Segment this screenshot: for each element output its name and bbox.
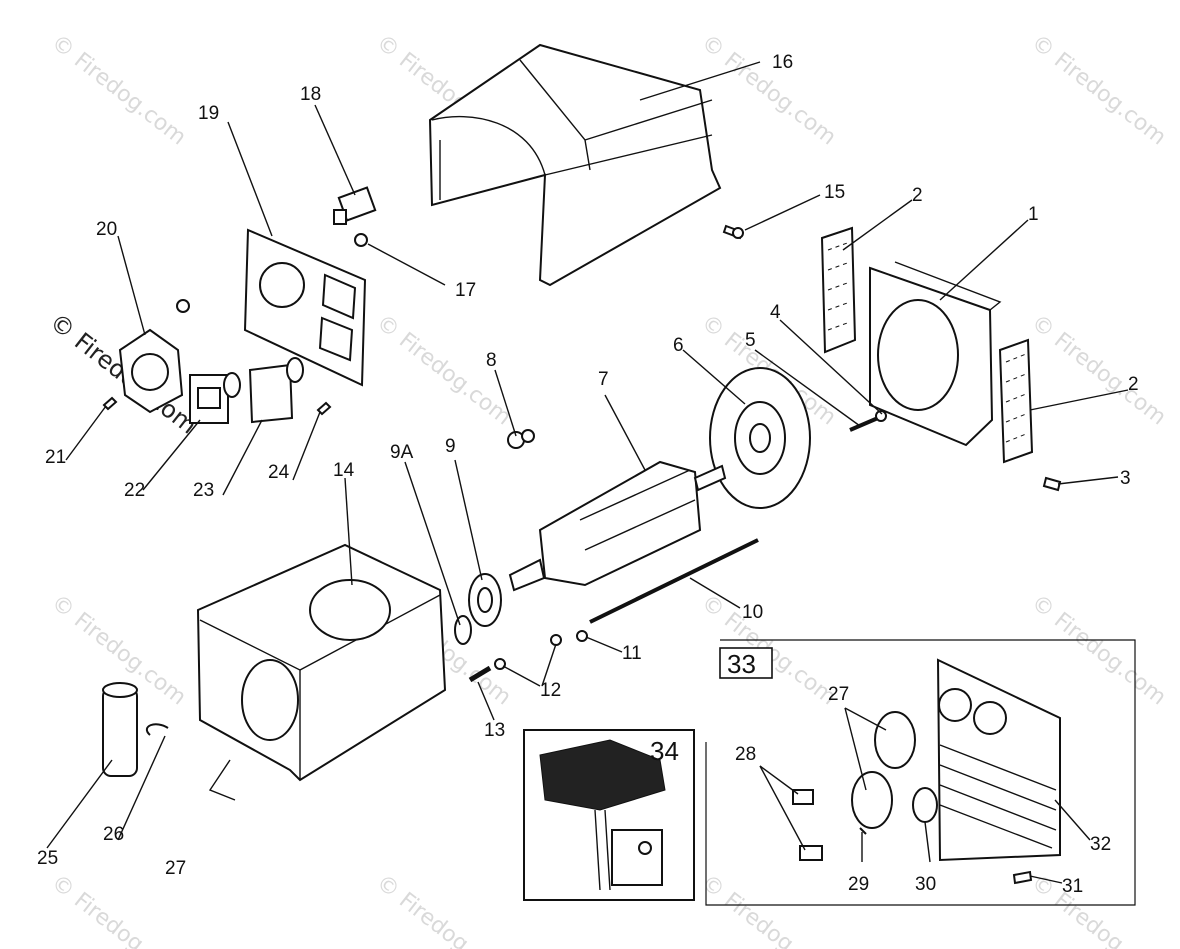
callout-17: 17 bbox=[455, 280, 476, 301]
callout-26: 26 bbox=[103, 824, 124, 845]
watermark: © Firedog.com bbox=[696, 30, 840, 150]
part-bearing-9 bbox=[468, 573, 502, 627]
part-strip-2-upper bbox=[820, 226, 857, 354]
callout-25: 25 bbox=[37, 848, 58, 869]
leader-lines bbox=[46, 61, 1129, 884]
callout-4: 4 bbox=[770, 302, 781, 323]
callout-32: 32 bbox=[1090, 834, 1111, 855]
callout-27: 27 bbox=[828, 684, 849, 705]
callout-33: 33 bbox=[727, 649, 756, 679]
callout-28: 28 bbox=[735, 744, 756, 765]
callout-3: 3 bbox=[1120, 468, 1131, 489]
callout-24: 24 bbox=[268, 462, 290, 483]
part-rotor-7 bbox=[508, 460, 727, 592]
watermark: © Firedog.com bbox=[1026, 590, 1170, 710]
callout-30: 30 bbox=[915, 874, 936, 895]
part-screw-3 bbox=[1042, 476, 1062, 492]
part-screw-29 bbox=[859, 827, 867, 835]
part-meter-23 bbox=[248, 357, 304, 424]
callout-15: 15 bbox=[824, 182, 845, 203]
callout-9a: 9A bbox=[390, 442, 414, 463]
watermark: © Firedog.com bbox=[46, 30, 190, 150]
callout-16: 16 bbox=[772, 52, 793, 73]
part-screw-24 bbox=[316, 401, 332, 416]
callout-18: 18 bbox=[300, 84, 321, 105]
part-clip-26 bbox=[145, 723, 169, 736]
part-strip-2-lower bbox=[998, 338, 1034, 464]
part-washer-11 bbox=[576, 630, 588, 642]
callout-6: 6 bbox=[673, 335, 684, 356]
callout-31: 31 bbox=[1062, 876, 1083, 897]
callout-10: 10 bbox=[742, 602, 763, 623]
callout-21: 21 bbox=[45, 447, 66, 468]
part-bolt-5 bbox=[849, 416, 879, 432]
callout-2-lower: 2 bbox=[1128, 374, 1139, 395]
part-fitting-8 bbox=[507, 429, 535, 449]
watermark: © Firedog.com bbox=[1026, 870, 1170, 949]
callout-27-lower: 27 bbox=[165, 858, 186, 879]
part-shroud-cover bbox=[428, 43, 722, 287]
part-nut-12a bbox=[550, 634, 562, 646]
part-receptacle-27 bbox=[851, 711, 916, 829]
callout-14: 14 bbox=[333, 460, 355, 481]
watermark: © Firedog.com bbox=[46, 870, 190, 949]
part-knob-30 bbox=[912, 787, 938, 823]
callout-23: 23 bbox=[193, 480, 214, 501]
part-washer bbox=[176, 299, 190, 313]
part-washer-4 bbox=[875, 410, 887, 422]
callout-13: 13 bbox=[484, 720, 505, 741]
watermark: © Firedog.com bbox=[1026, 310, 1170, 430]
part-meter-22 bbox=[189, 372, 241, 424]
part-control-panel-19 bbox=[243, 228, 367, 387]
part-screw-15 bbox=[722, 224, 744, 240]
part-nut-12b bbox=[494, 658, 506, 670]
part-stud-13 bbox=[468, 665, 492, 683]
callout-29: 29 bbox=[848, 874, 869, 895]
part-fan-6 bbox=[709, 367, 811, 509]
callout-2-upper: 2 bbox=[912, 185, 923, 206]
part-switch-18 bbox=[333, 186, 377, 225]
watermark: © Firedog.com bbox=[371, 870, 515, 949]
callout-7: 7 bbox=[598, 369, 609, 390]
callout-34: 34 bbox=[650, 736, 679, 766]
part-end-bell-1 bbox=[869, 261, 1002, 447]
watermark: © Firedog.com bbox=[696, 870, 840, 949]
part-capacitor-25 bbox=[102, 682, 138, 777]
callout-11: 11 bbox=[622, 643, 642, 664]
part-screw-31 bbox=[1012, 870, 1033, 885]
callout-8: 8 bbox=[486, 350, 497, 371]
callout-9: 9 bbox=[445, 436, 456, 457]
callout-12: 12 bbox=[540, 680, 561, 701]
part-screw-21 bbox=[102, 396, 118, 411]
callout-22: 22 bbox=[124, 480, 145, 501]
callout-19: 19 bbox=[198, 103, 219, 124]
part-nut-17 bbox=[354, 233, 368, 247]
part-stator-frame-14 bbox=[196, 543, 447, 801]
watermark: © Firedog.com bbox=[1026, 30, 1170, 150]
callout-5: 5 bbox=[745, 330, 756, 351]
part-switch-28 bbox=[792, 789, 823, 861]
callout-1: 1 bbox=[1028, 204, 1039, 225]
callout-20: 20 bbox=[96, 219, 117, 240]
group-box-33 bbox=[705, 639, 1136, 906]
part-through-bolt-10 bbox=[589, 538, 759, 624]
part-panel-32 bbox=[936, 658, 1061, 862]
part-receptacle-20 bbox=[118, 328, 184, 414]
inset-box-34 bbox=[523, 729, 695, 901]
part-ring-9a bbox=[454, 615, 472, 645]
callout-labels: 16 15 18 19 17 20 21 22 23 24 2 1 4 5 6 … bbox=[37, 52, 1139, 897]
